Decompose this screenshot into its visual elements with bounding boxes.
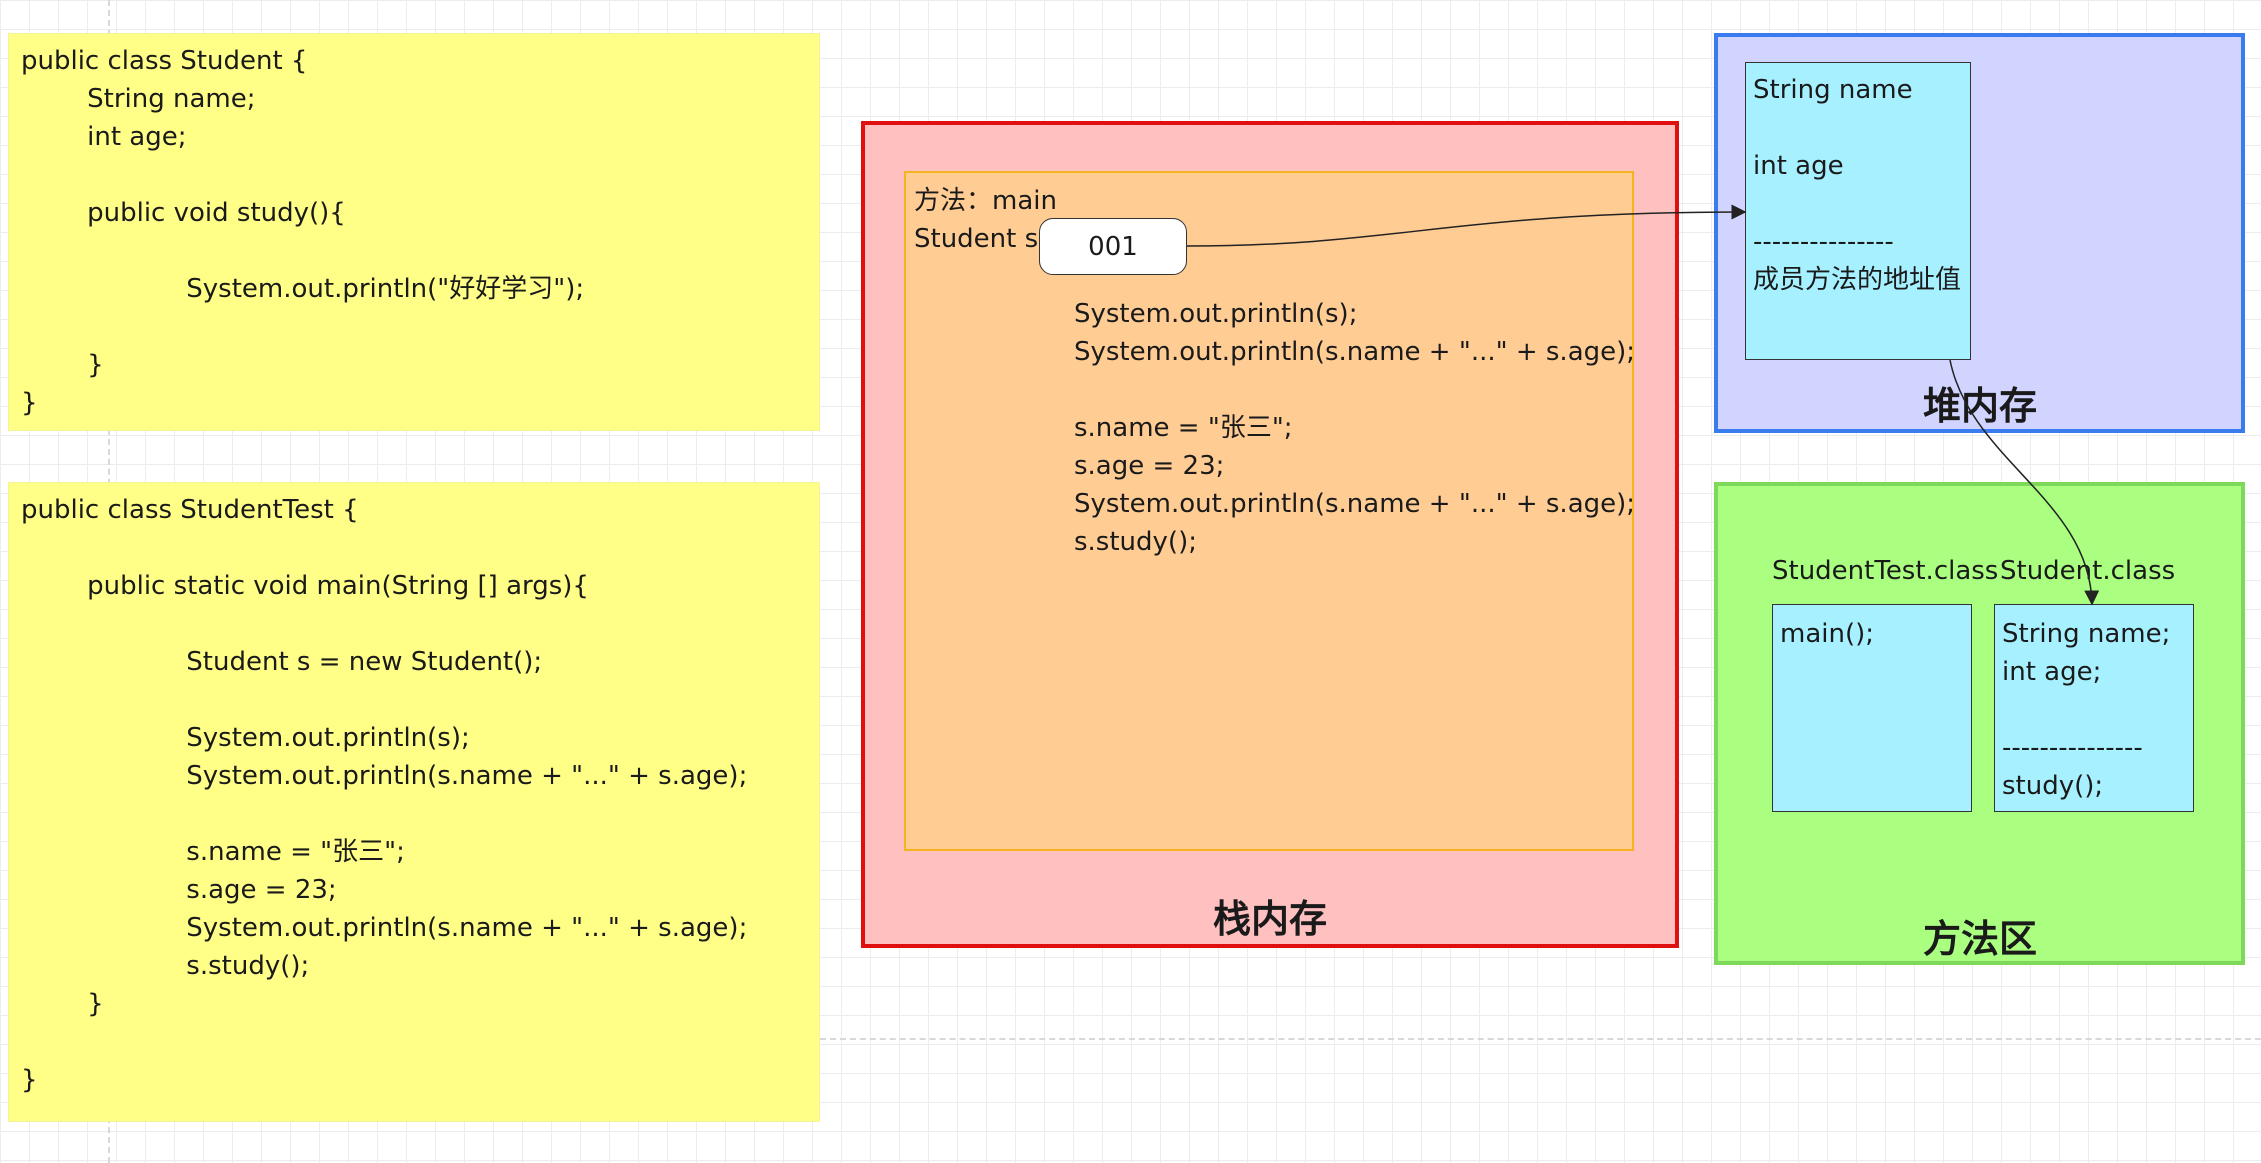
- heap-memory-label: 堆内存: [1922, 384, 2037, 428]
- code-line: [21, 1023, 819, 1061]
- code-line: [21, 681, 819, 719]
- method-area-label: 方法区: [1922, 917, 2037, 961]
- code-line: public class Student {: [21, 46, 308, 76]
- code-line: System.out.println(s.name + "..." + s.ag…: [21, 761, 748, 791]
- code-line: System.out.println(s);: [21, 723, 470, 753]
- code-line: System.out.println(s.name + "..." + s.ag…: [1074, 337, 1636, 367]
- student-test-class-box[interactable]: main();: [1772, 604, 1972, 812]
- code-line: public void study(){: [21, 198, 346, 228]
- code-line: s.age = 23;: [1074, 451, 1225, 481]
- student-object[interactable]: String name int age --------------- 成员方法的…: [1745, 62, 1971, 360]
- code-line: }: [21, 350, 104, 380]
- code-line: }: [21, 989, 104, 1019]
- guide-line-horizontal: [820, 1038, 2261, 1040]
- code-line: Student s = new Student();: [21, 647, 543, 677]
- student-test-class-title: StudentTest.class: [1772, 556, 1999, 586]
- code-line: public class StudentTest {: [21, 495, 359, 525]
- student-class-box[interactable]: String name; int age; --------------- stud…: [1994, 604, 2194, 812]
- code-line: }: [21, 388, 38, 418]
- code-line: main();: [1780, 619, 1875, 649]
- frame-variable-label: Student s: [914, 224, 1039, 254]
- code-line: s.name = "张三";: [1074, 413, 1293, 443]
- code-line: s.study();: [1074, 527, 1197, 557]
- code-line: [1753, 185, 1970, 223]
- reference-value: 001: [1088, 231, 1138, 262]
- code-line: int age;: [2002, 657, 2102, 687]
- code-line: System.out.println("好好学习");: [21, 274, 585, 304]
- code-line: }: [21, 1065, 38, 1095]
- code-line: int age: [1753, 151, 1844, 181]
- code-line: [21, 529, 819, 567]
- student-test-class-code: public class StudentTest { public static…: [21, 491, 819, 1099]
- code-line: int age;: [21, 122, 187, 152]
- code-line: [21, 308, 819, 346]
- code-line: System.out.println(s.name + "..." + s.ag…: [21, 913, 748, 943]
- code-line: String name;: [2002, 619, 2171, 649]
- code-line: String name: [1753, 75, 1913, 105]
- code-line: [21, 232, 819, 270]
- student-class-note[interactable]: public class Student { String name; int …: [8, 33, 820, 431]
- code-line: public static void main(String [] args){: [21, 571, 589, 601]
- code-line: s.study();: [21, 951, 310, 981]
- code-line: System.out.println(s.name + "..." + s.ag…: [1074, 489, 1636, 519]
- code-line: [21, 605, 819, 643]
- student-class-code: public class Student { String name; int …: [21, 42, 819, 422]
- code-line: System.out.println(s);: [1074, 299, 1358, 329]
- code-line: 成员方法的地址值: [1753, 265, 1962, 295]
- stack-memory-label: 栈内存: [1212, 897, 1327, 941]
- frame-code: System.out.println(s); System.out.println…: [1074, 295, 1635, 561]
- code-line: [1074, 371, 1635, 409]
- code-line: ---------------: [1753, 227, 1894, 257]
- student-class-title: Student.class: [2000, 556, 2176, 586]
- code-line: s.age = 23;: [21, 875, 337, 905]
- code-line: s.name = "张三";: [21, 837, 405, 867]
- code-line: ---------------: [2002, 733, 2143, 763]
- code-line: [1753, 109, 1970, 147]
- student-test-class-note[interactable]: public class StudentTest { public static…: [8, 482, 820, 1122]
- reference-value-box[interactable]: 001: [1039, 218, 1187, 275]
- code-line: [2002, 691, 2193, 729]
- code-line: [21, 156, 819, 194]
- code-line: [21, 795, 819, 833]
- code-line: String name;: [21, 84, 256, 114]
- main-stack-frame[interactable]: [904, 171, 1634, 851]
- code-line: study();: [2002, 771, 2104, 801]
- frame-method-label: 方法：main: [914, 186, 1057, 216]
